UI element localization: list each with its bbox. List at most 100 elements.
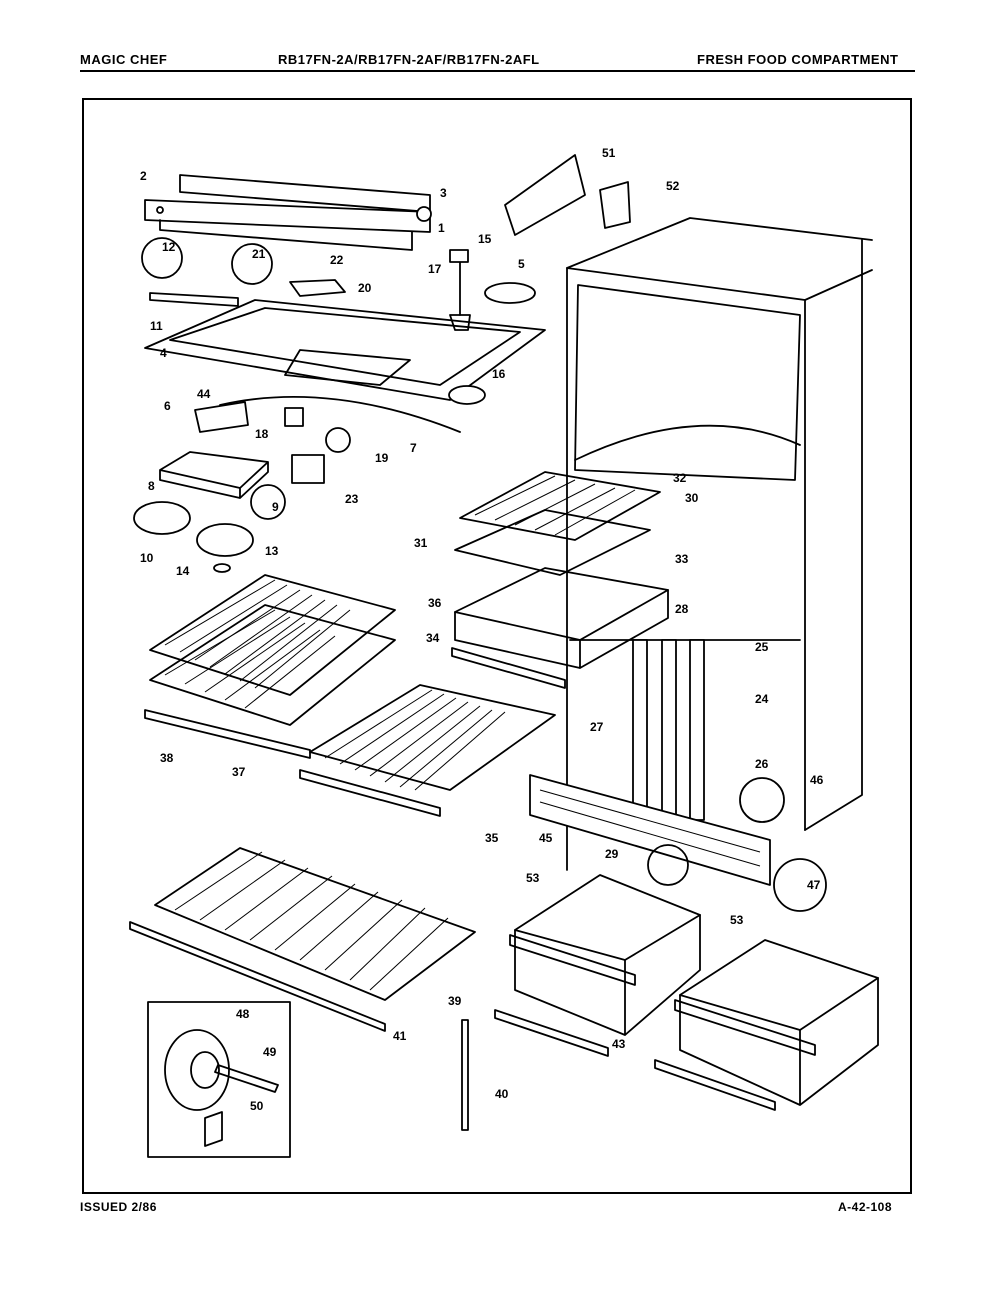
callout-19: 19 (375, 451, 389, 465)
callout-25: 25 (755, 640, 769, 654)
thermostat-6 (194, 401, 249, 433)
shelf-trim-41 (129, 921, 386, 1032)
shelf-trim-38 (144, 709, 311, 759)
callout-14: 14 (176, 564, 190, 578)
callout-44: 44 (197, 387, 211, 401)
callout-4: 4 (160, 346, 167, 360)
callout-53: 53 (730, 913, 744, 927)
header-rule (80, 70, 915, 72)
crisper-53-right (674, 939, 879, 1106)
socket-18 (284, 407, 304, 427)
rod-40 (461, 1019, 469, 1131)
callout-37: 37 (232, 765, 246, 779)
callout-2: 2 (140, 169, 147, 183)
bulb-19 (325, 427, 351, 453)
callout-38: 38 (160, 751, 174, 765)
detail-circle-47 (773, 858, 827, 912)
callout-11: 11 (150, 319, 163, 333)
callout-46: 46 (810, 773, 824, 787)
detail-circle-12 (141, 237, 183, 279)
rail-43b (654, 1059, 776, 1111)
grille-45 (529, 774, 771, 886)
model-numbers: RB17FN-2A/RB17FN-2AF/RB17FN-2AFL (278, 52, 540, 67)
callout-50: 50 (250, 1099, 264, 1113)
issued-date: ISSUED 2/86 (80, 1200, 157, 1214)
callout-23: 23 (345, 492, 359, 506)
knob-13 (196, 523, 254, 557)
part-14 (213, 563, 231, 573)
callout-51: 51 (602, 146, 616, 160)
callout-28: 28 (675, 602, 689, 616)
hinge-52 (599, 181, 631, 229)
callout-3: 3 (440, 186, 447, 200)
callout-35: 35 (485, 831, 499, 845)
section-title: FRESH FOOD COMPARTMENT (697, 52, 899, 67)
detail-circle-29 (647, 844, 689, 886)
shelf-frame-31 (454, 509, 651, 576)
wire-shelf-35 (309, 684, 556, 791)
callout-45: 45 (539, 831, 553, 845)
box-8 (159, 451, 269, 499)
callout-40: 40 (495, 1087, 509, 1101)
wire-shelf-39 (154, 847, 476, 1001)
control-housing (144, 174, 432, 251)
callout-33: 33 (675, 552, 689, 566)
callout-29: 29 (605, 847, 619, 861)
rail-43a (494, 1009, 609, 1057)
callout-7: 7 (410, 441, 417, 455)
callout-12: 12 (162, 240, 176, 254)
callout-8: 8 (148, 479, 155, 493)
callout-27: 27 (590, 720, 604, 734)
callout-48: 48 (236, 1007, 250, 1021)
shelf-ladder-28c (689, 639, 705, 821)
control-tray (144, 249, 546, 401)
detail-circle-21 (231, 243, 273, 285)
detail-circle-46 (739, 777, 785, 823)
meat-keeper-33 (451, 567, 669, 689)
shelf-trim-37 (299, 769, 441, 817)
part-20 (289, 279, 346, 297)
capillary-7 (219, 395, 461, 433)
detail-circle-9 (250, 484, 286, 520)
inset-detail-48-50 (147, 1001, 291, 1158)
callout-6: 6 (164, 399, 171, 413)
cabinet-liner (566, 217, 873, 871)
part-23 (291, 454, 325, 484)
callout-41: 41 (393, 1029, 407, 1043)
crisper-53-left (509, 874, 701, 1036)
callout-31: 31 (414, 536, 428, 550)
callout-17: 17 (428, 262, 442, 276)
part-5 (484, 282, 536, 304)
diagram-frame (82, 98, 912, 1194)
callout-36: 36 (428, 596, 442, 610)
callout-53: 53 (526, 871, 540, 885)
document-number: A-42-108 (838, 1200, 893, 1214)
callout-24: 24 (755, 692, 769, 706)
callout-13: 13 (265, 544, 279, 558)
shelf-ladder-28a (632, 639, 648, 821)
callout-39: 39 (448, 994, 462, 1008)
callout-16: 16 (492, 367, 506, 381)
callout-47: 47 (807, 878, 821, 892)
shelf-ladder-28b (661, 639, 677, 821)
callout-34: 34 (426, 631, 440, 645)
callout-1: 1 (438, 221, 445, 235)
knob-10 (133, 501, 191, 535)
callout-18: 18 (255, 427, 269, 441)
callout-30: 30 (685, 491, 699, 505)
callout-9: 9 (272, 500, 279, 514)
callout-21: 21 (252, 247, 266, 261)
wire-shelf-36 (149, 574, 396, 726)
bracket-51 (504, 154, 586, 236)
callout-20: 20 (358, 281, 372, 295)
callout-49: 49 (263, 1045, 277, 1059)
callout-26: 26 (755, 757, 769, 771)
callout-15: 15 (478, 232, 492, 246)
callout-22: 22 (330, 253, 344, 267)
knob-16 (448, 385, 486, 405)
glass-shelf-32 (459, 471, 661, 541)
callout-5: 5 (518, 257, 525, 271)
brand-label: MAGIC CHEF (80, 52, 168, 67)
